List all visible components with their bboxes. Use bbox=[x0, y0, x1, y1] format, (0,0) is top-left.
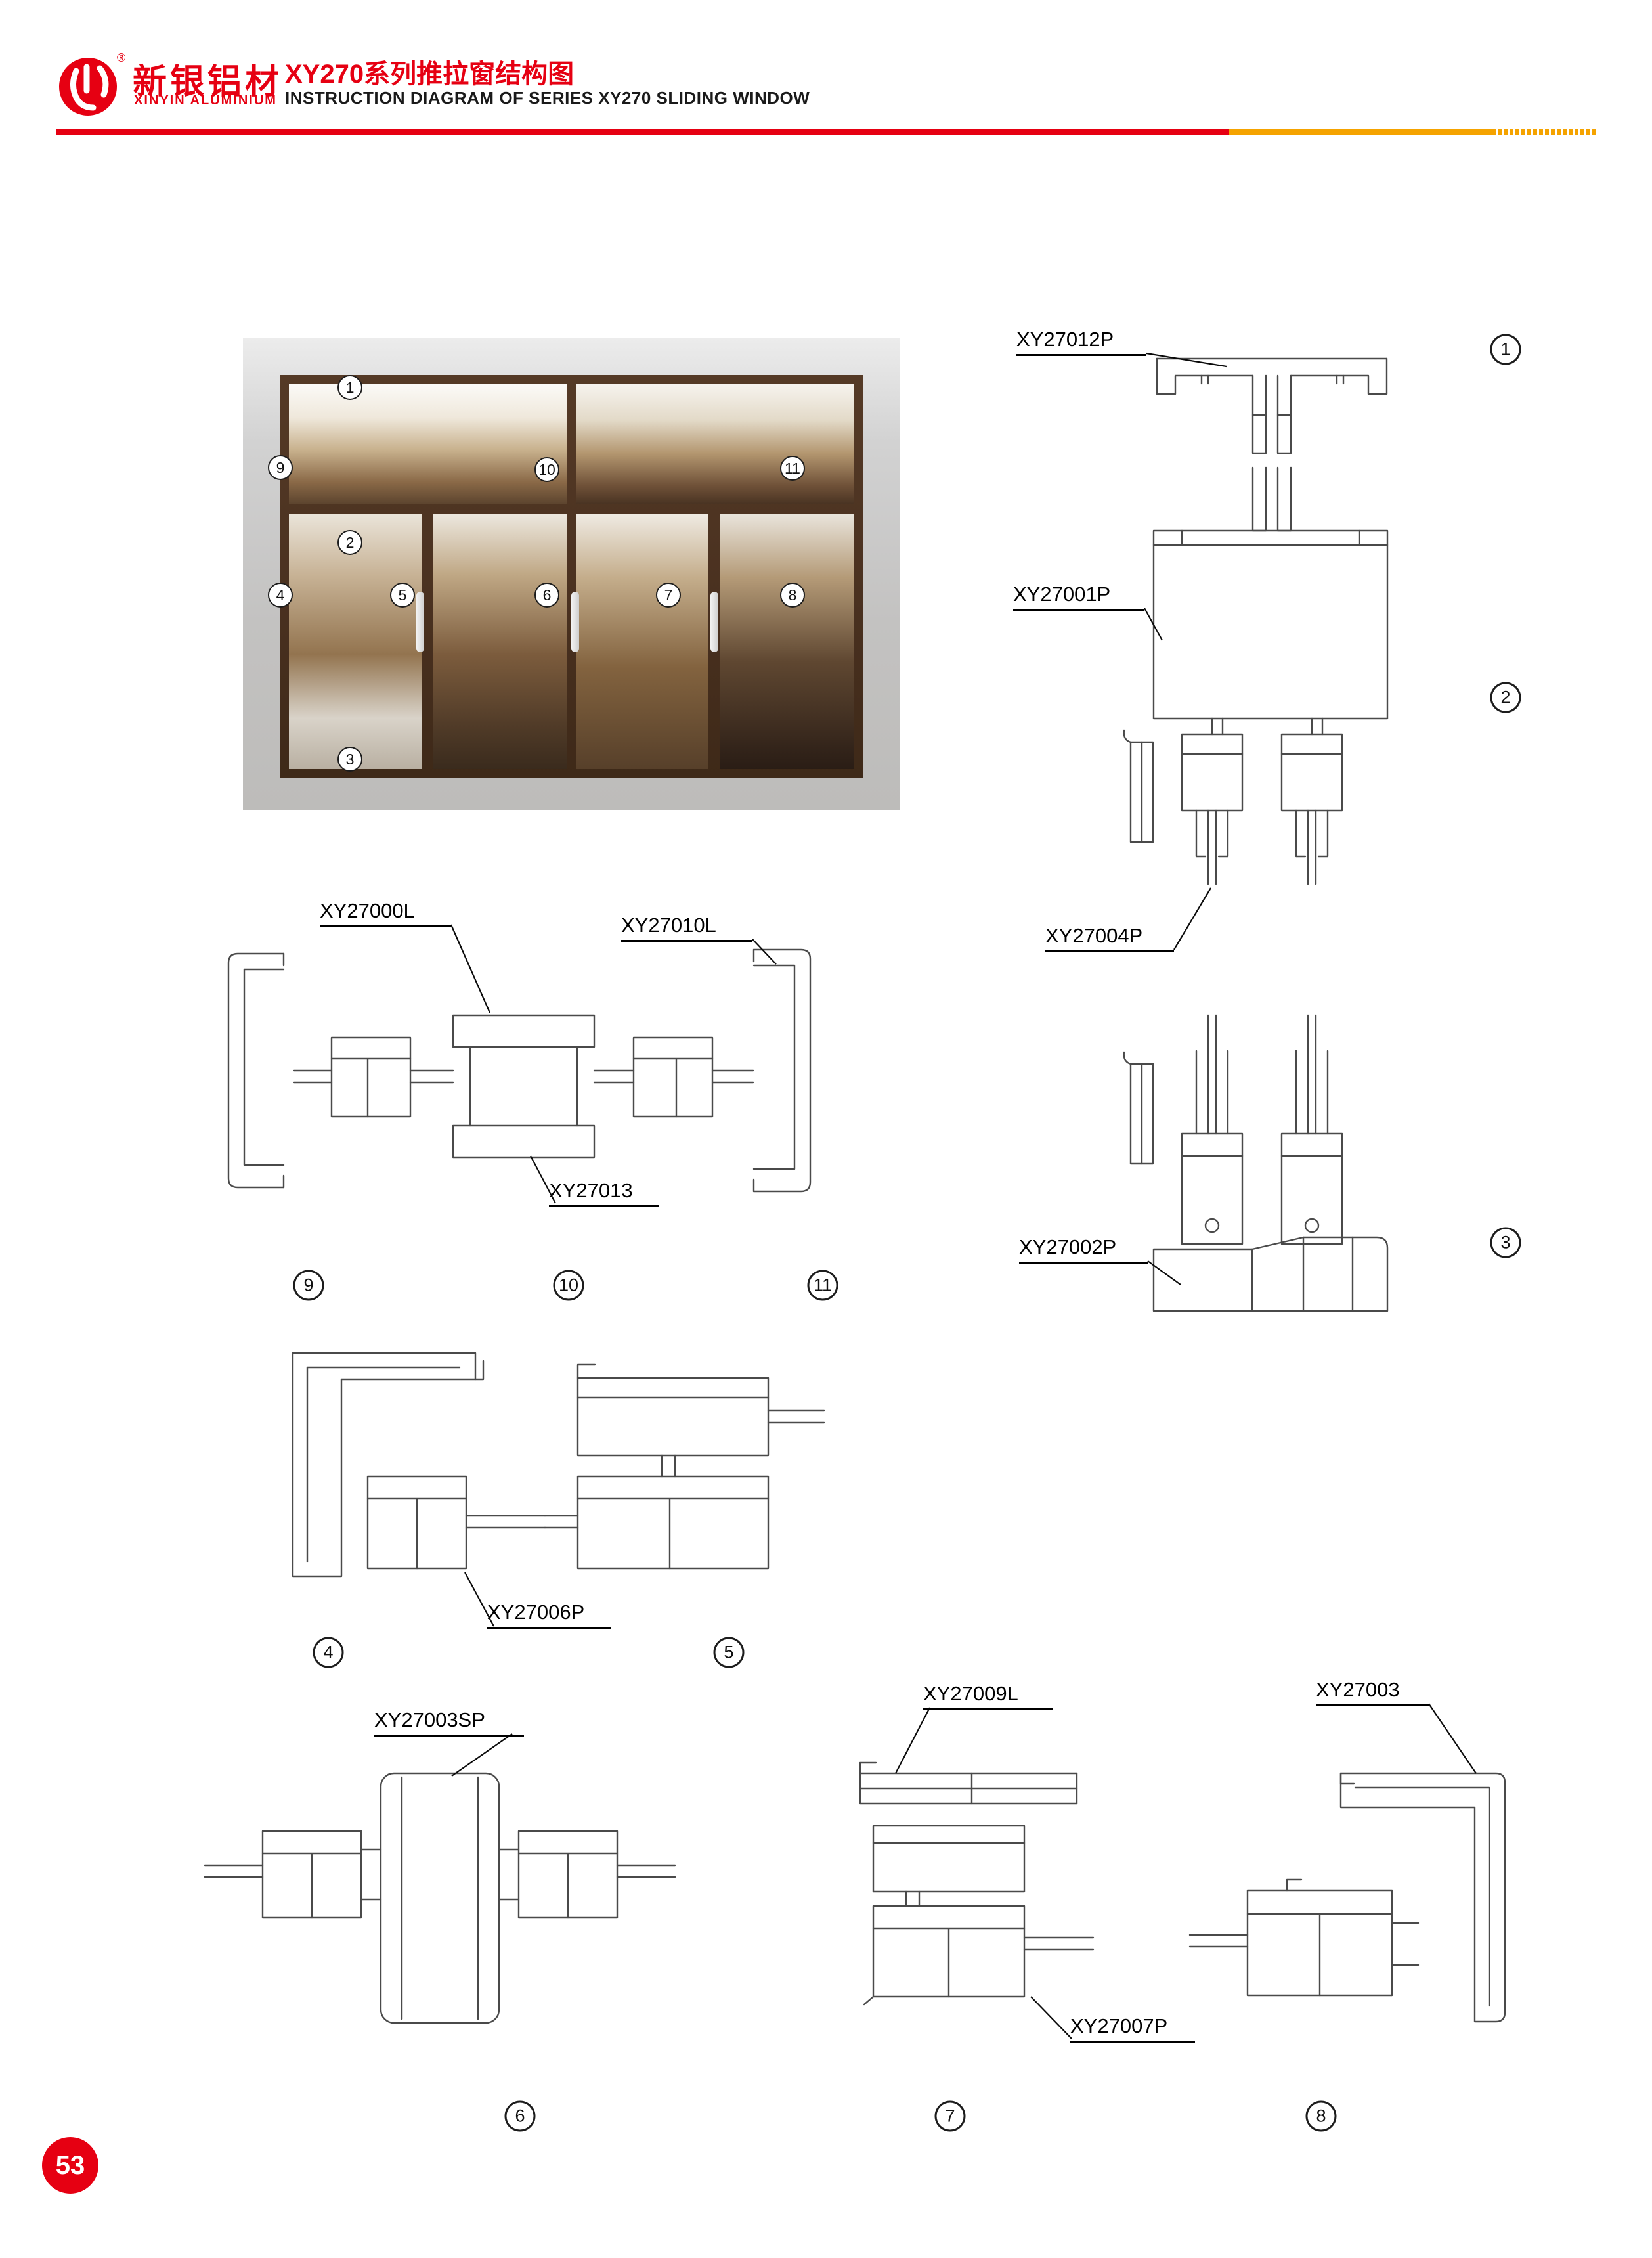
callout-number: 5 bbox=[724, 1642, 734, 1662]
callout-number: 9 bbox=[303, 1275, 314, 1295]
photo-callout-9: 9 bbox=[268, 455, 293, 480]
callout-number: 1 bbox=[1500, 339, 1511, 359]
diagram-callout-4: 4 bbox=[313, 1637, 344, 1668]
callout-number: 11 bbox=[785, 459, 800, 477]
profile-label-xy27013: XY27013 bbox=[549, 1178, 659, 1207]
glass-pane-2 bbox=[433, 514, 567, 769]
callout-number: 7 bbox=[664, 586, 673, 604]
diagram-profile-xy27009l-xy27007p bbox=[859, 1761, 1095, 2006]
glass-pane-top-right bbox=[576, 384, 854, 504]
callout-number: 8 bbox=[1316, 2106, 1326, 2126]
photo-callout-3: 3 bbox=[337, 747, 362, 772]
registered-mark: ® bbox=[117, 51, 125, 64]
diagram-profile-row-9-10-11 bbox=[227, 948, 812, 1193]
diagram-callout-2: 2 bbox=[1490, 682, 1521, 713]
profile-label-xy27002p: XY27002P bbox=[1019, 1235, 1148, 1264]
diagram-callout-6: 6 bbox=[504, 2100, 536, 2132]
callout-number: 11 bbox=[813, 1275, 833, 1295]
divider-red-bar bbox=[56, 129, 1229, 135]
glass-pane-3 bbox=[576, 514, 708, 769]
header-divider bbox=[56, 129, 1597, 135]
diagram-callout-5: 5 bbox=[713, 1637, 745, 1668]
photo-callout-11: 11 bbox=[780, 456, 805, 481]
callout-number: 4 bbox=[323, 1642, 334, 1662]
page-title-en: INSTRUCTION DIAGRAM OF SERIES XY270 SLID… bbox=[285, 88, 810, 108]
brand-logo-icon: ® bbox=[59, 51, 125, 116]
diagram-callout-1: 1 bbox=[1490, 334, 1521, 365]
diagram-profile-xy27001p bbox=[1123, 466, 1389, 885]
diagram-profile-row-4-5 bbox=[292, 1352, 825, 1578]
window-handle bbox=[710, 592, 718, 652]
profile-label-xy27010l: XY27010L bbox=[621, 913, 752, 942]
photo-callout-10: 10 bbox=[534, 457, 559, 482]
callout-number: 10 bbox=[538, 460, 555, 478]
photo-callout-7: 7 bbox=[656, 583, 681, 608]
photo-callout-5: 5 bbox=[390, 583, 415, 608]
callout-number: 7 bbox=[945, 2106, 955, 2126]
diagram-callout-10: 10 bbox=[553, 1270, 584, 1301]
glass-pane-4 bbox=[720, 514, 854, 769]
window-photo bbox=[243, 338, 900, 810]
profile-label-xy27007p: XY27007P bbox=[1070, 2014, 1195, 2043]
photo-callout-1: 1 bbox=[337, 375, 362, 400]
brand-name-cn: 新银铝材 bbox=[133, 63, 283, 101]
callout-number: 5 bbox=[398, 586, 407, 604]
diagram-profile-xy27003sp bbox=[204, 1772, 676, 2024]
callout-number: 3 bbox=[345, 750, 355, 768]
page-title-cn: XY270系列推拉窗结构图 bbox=[285, 60, 575, 89]
profile-label-xy27003sp: XY27003SP bbox=[374, 1708, 524, 1737]
divider-accent-ticks bbox=[1492, 129, 1597, 135]
photo-callout-8: 8 bbox=[780, 583, 805, 608]
callout-number: 3 bbox=[1500, 1232, 1511, 1252]
diagram-profile-xy27003 bbox=[1188, 1772, 1506, 2023]
callout-number: 10 bbox=[558, 1275, 579, 1295]
window-handle bbox=[416, 592, 424, 652]
window-handle bbox=[571, 592, 579, 652]
page-number-badge: 53 bbox=[42, 2137, 98, 2194]
callout-number: 6 bbox=[515, 2106, 525, 2126]
profile-label-xy27012p: XY27012P bbox=[1016, 327, 1146, 356]
brand-name-en: XINYIN ALUMINIUM bbox=[134, 93, 277, 108]
photo-callout-4: 4 bbox=[268, 583, 293, 608]
callout-number: 2 bbox=[1500, 687, 1511, 707]
photo-callout-2: 2 bbox=[337, 530, 362, 555]
diagram-callout-9: 9 bbox=[293, 1270, 324, 1301]
profile-label-xy27000l: XY27000L bbox=[320, 898, 451, 927]
diagram-callout-7: 7 bbox=[934, 2100, 966, 2132]
diagram-profile-xy27002p bbox=[1123, 1014, 1389, 1312]
photo-callout-6: 6 bbox=[534, 583, 559, 608]
diagram-callout-11: 11 bbox=[807, 1270, 838, 1301]
profile-label-xy27004p: XY27004P bbox=[1045, 923, 1174, 952]
callout-number: 2 bbox=[345, 533, 355, 551]
callout-number: 9 bbox=[276, 458, 285, 476]
callout-number: 6 bbox=[542, 586, 552, 604]
divider-yellow-bar bbox=[1229, 129, 1597, 135]
profile-label-xy27006p: XY27006P bbox=[487, 1600, 611, 1629]
profile-label-xy27001p: XY27001P bbox=[1013, 582, 1144, 611]
glass-pane-1 bbox=[289, 514, 422, 769]
glass-pane-top-left bbox=[289, 384, 567, 504]
callout-number: 8 bbox=[788, 586, 797, 604]
window-frame bbox=[280, 375, 863, 778]
profile-label-xy27009l: XY27009L bbox=[923, 1681, 1053, 1710]
callout-number: 1 bbox=[345, 378, 355, 396]
diagram-callout-3: 3 bbox=[1490, 1227, 1521, 1258]
page-number: 53 bbox=[55, 2150, 85, 2180]
profile-label-xy27003: XY27003 bbox=[1316, 1677, 1429, 1706]
callout-number: 4 bbox=[276, 586, 285, 604]
diagram-callout-8: 8 bbox=[1305, 2100, 1337, 2132]
diagram-profile-xy27012p bbox=[1156, 357, 1388, 454]
